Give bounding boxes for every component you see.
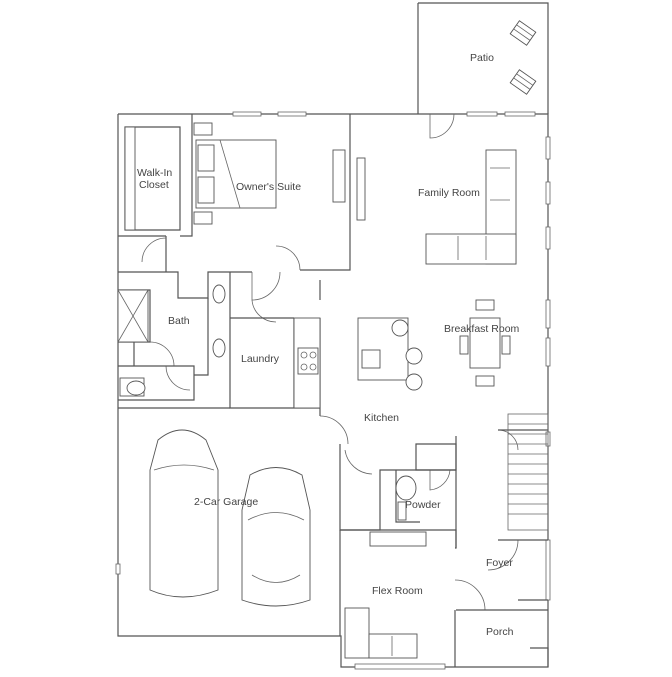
closet-shelf	[124, 126, 136, 231]
breakfast-table	[459, 299, 511, 387]
room-labels: Patio Walk-In Closet Owner's Suite Famil…	[137, 52, 520, 638]
exterior-walls	[115, 111, 551, 670]
patio-chair	[509, 20, 537, 46]
staircase	[507, 413, 549, 531]
car	[241, 467, 311, 607]
powder-fixtures	[395, 475, 417, 521]
kitchen-counters	[293, 317, 423, 409]
label-breakfast-room: Breakfast Room	[444, 323, 520, 335]
label-owners-suite: Owner's Suite	[236, 181, 301, 193]
label-powder: Powder	[405, 499, 441, 511]
label-bath: Bath	[168, 315, 190, 327]
label-family-room: Family Room	[418, 187, 480, 199]
patio-area	[417, 2, 549, 114]
bath-fixtures	[117, 284, 226, 397]
bed	[193, 122, 277, 225]
label-garage: 2-Car Garage	[194, 496, 258, 508]
patio-chair	[509, 69, 537, 95]
interior-walls	[118, 113, 549, 667]
label-patio: Patio	[470, 52, 494, 64]
dresser	[332, 149, 366, 221]
label-foyer: Foyer	[486, 557, 513, 569]
label-kitchen: Kitchen	[364, 412, 399, 424]
label-walk-in-closet: Walk-In	[137, 167, 172, 179]
label-laundry: Laundry	[241, 353, 280, 365]
label-porch: Porch	[486, 626, 514, 638]
flex-furniture	[344, 531, 427, 659]
label-flex-room: Flex Room	[372, 585, 423, 597]
car	[149, 429, 219, 598]
label-walk-in-closet-2: Closet	[139, 179, 169, 191]
sectional-sofa	[425, 149, 517, 265]
